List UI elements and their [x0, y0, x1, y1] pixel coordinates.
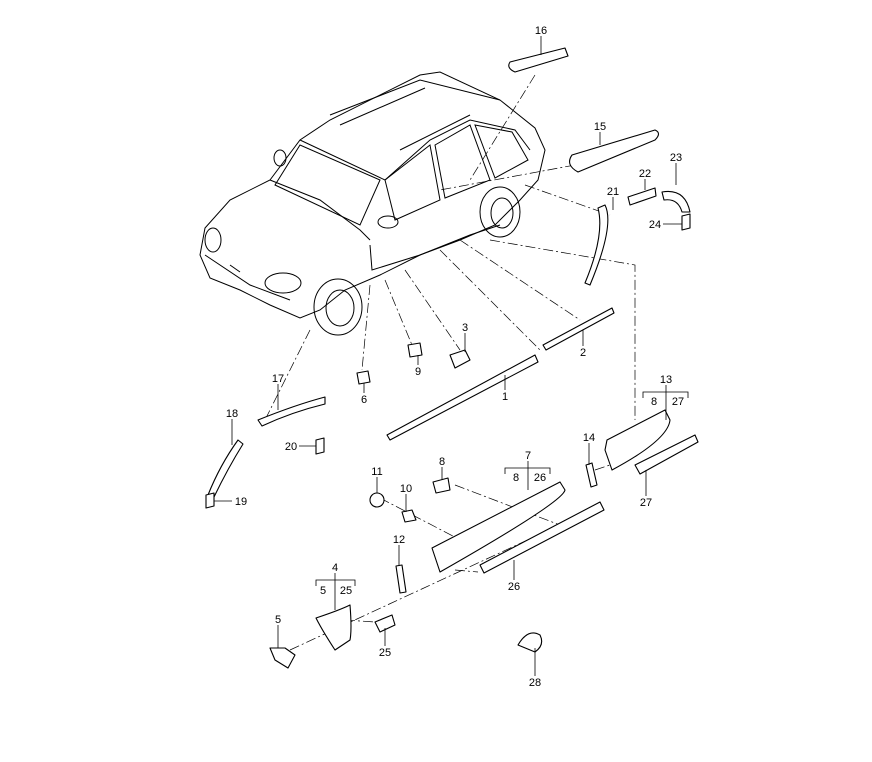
- part-26-strip: [479, 501, 605, 574]
- label-25: 25: [379, 647, 391, 659]
- label-23: 23: [670, 152, 682, 164]
- part-28-piece: [517, 632, 543, 653]
- label-13-sub-8: 8: [651, 396, 657, 408]
- label-13: 13: [660, 374, 672, 386]
- part-2-strip: [542, 307, 615, 351]
- label-17: 17: [272, 373, 284, 385]
- label-6: 6: [361, 394, 367, 406]
- part-14-piece: [585, 462, 598, 488]
- part-22-piece: [627, 187, 657, 206]
- part-15-trim: [569, 129, 660, 173]
- label-7-sub-8: 8: [513, 472, 519, 484]
- part-1-strip: [386, 354, 539, 441]
- part-5-clip: [269, 647, 296, 669]
- label-2: 2: [580, 347, 586, 359]
- part-19-piece: [205, 492, 215, 509]
- part-7-panel: [431, 481, 566, 573]
- label-24: 24: [649, 219, 661, 231]
- label-11: 11: [371, 466, 382, 478]
- part-4-flap: [315, 604, 352, 651]
- part-25-piece: [374, 614, 396, 633]
- part-12-piece: [395, 564, 407, 594]
- label-21: 21: [607, 186, 619, 198]
- label-7: 7: [525, 450, 531, 462]
- label-4-sub-5: 5: [320, 585, 326, 597]
- part-13-panel: [604, 409, 671, 471]
- vehicle-illustration: [199, 71, 546, 336]
- part-24-piece: [681, 213, 691, 231]
- part-21-arch: [584, 204, 609, 286]
- label-27: 27: [640, 497, 652, 509]
- label-26: 26: [508, 581, 520, 593]
- part-16-trim: [508, 47, 569, 73]
- label-5: 5: [275, 614, 281, 626]
- part-6-clip: [356, 370, 371, 385]
- label-4: 4: [332, 562, 338, 574]
- part-23-piece: [661, 190, 691, 213]
- label-3: 3: [462, 322, 468, 334]
- part-11-grommet: [369, 492, 385, 508]
- parts: [205, 47, 699, 669]
- part-9-clip: [407, 342, 423, 358]
- part-18-arch: [207, 439, 244, 498]
- label-22: 22: [639, 168, 651, 180]
- label-7-sub-26: 26: [534, 472, 546, 484]
- part-27-strip: [634, 434, 699, 475]
- label-16: 16: [535, 25, 547, 37]
- part-3-clip: [449, 349, 471, 369]
- label-8: 8: [439, 456, 445, 468]
- label-14: 14: [583, 432, 595, 444]
- label-28: 28: [529, 677, 541, 689]
- part-20-piece: [315, 437, 325, 455]
- label-13-sub-27: 27: [672, 396, 684, 408]
- label-10: 10: [400, 483, 412, 495]
- label-12: 12: [393, 534, 405, 546]
- label-19: 19: [235, 496, 247, 508]
- part-17-arch: [257, 396, 326, 427]
- label-9: 9: [415, 366, 421, 378]
- label-20: 20: [285, 441, 297, 453]
- part-labels: 16 15 23 22 21 24 3 2 9 6 1 13 8 27 17 1…: [226, 25, 684, 689]
- label-1: 1: [502, 391, 508, 403]
- label-15: 15: [594, 121, 606, 133]
- label-leaders: [214, 36, 689, 676]
- label-18: 18: [226, 408, 238, 420]
- assembly-lines: [264, 74, 636, 651]
- part-10-screw: [401, 509, 417, 523]
- part-8-clip: [432, 477, 451, 494]
- label-4-sub-25: 25: [340, 585, 352, 597]
